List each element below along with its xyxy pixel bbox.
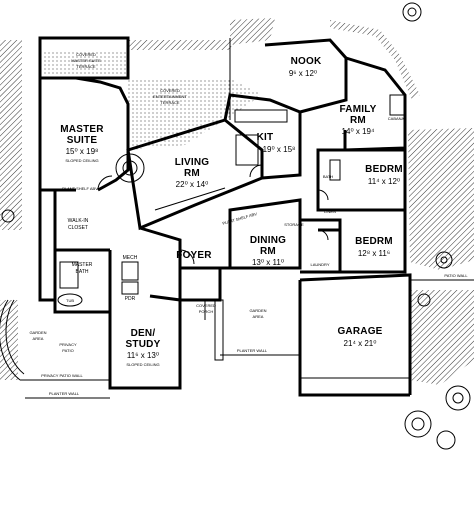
closet-note-2: CLOSET [68, 225, 88, 231]
patio-wall-note: PATIO WALL [444, 273, 468, 278]
linen-note: LINEN [324, 209, 336, 214]
den-label-1: DEN/ [131, 328, 156, 339]
nook-dims: 9⁶ x 12⁰ [289, 69, 317, 78]
master-terrace-note-2: MASTER SUITE [71, 58, 101, 63]
porch-note-1: COVERED [196, 303, 216, 308]
garden-center-note-1: GARDEN [249, 308, 266, 313]
family-dims: 14⁰ x 19⁴ [342, 127, 375, 136]
porch-note-2: PORCH [199, 309, 214, 314]
master-bath-note-2: BATH [76, 269, 89, 275]
door-swings [97, 164, 329, 265]
tub-note: TUB [66, 298, 74, 303]
master-bath-note-1: MASTER [72, 262, 93, 268]
planter-wall-center-note: PLANTER WALL [237, 348, 268, 353]
bedrm2-dims: 12⁸ x 11⁶ [358, 249, 390, 258]
master-terrace-fill [40, 50, 128, 78]
nook-label: NOOK [291, 56, 322, 67]
kit-dims: 19⁰ x 15⁸ [263, 145, 296, 154]
bedrm1-label: BEDRM [365, 164, 403, 175]
master-terrace-note-3: TERRACE [76, 64, 95, 69]
shrub-group [1, 2, 471, 450]
bedrm1-dims: 11⁴ x 12⁰ [368, 177, 400, 186]
dining-label-1: DINING [250, 235, 286, 246]
garage-label: GARAGE [337, 326, 382, 337]
den-sloped-ceiling: SLOPED CEILING [126, 362, 159, 367]
family-label-2: RM [350, 115, 366, 126]
storage-note: STORAGE [284, 222, 304, 227]
privacy-patio-note-2: PATIO [62, 348, 73, 353]
living-dims: 22⁰ x 14⁰ [176, 180, 209, 189]
master-terrace-note-1: COVERED [76, 52, 96, 57]
master-label-1: MASTER [60, 124, 104, 135]
closet-note-1: WALK-IN [68, 218, 89, 224]
pdr-note: PDR [125, 296, 136, 302]
dining-dims: 13⁰ x 11⁰ [252, 258, 284, 267]
kit-label: KIT [257, 132, 274, 143]
ent-terrace-note-3: TERRACE [160, 100, 179, 105]
interior-details [0, 38, 474, 399]
plant-shelf-note-2: PLANT SHELF ABV [222, 211, 258, 226]
privacy-patio-wall-note: PRIVACY PATIO WALL [41, 373, 83, 378]
master-sloped-ceiling: SLOPED CEILING [65, 158, 98, 163]
living-label-1: LIVING [175, 157, 210, 168]
bath-note: BATH [323, 174, 333, 179]
cabana-note: CABANA [388, 116, 405, 121]
planter-wall-left-note: PLANTER WALL [49, 391, 80, 396]
mech-note: MECH [123, 255, 138, 261]
exterior-walls [38, 36, 412, 397]
entertainment-terrace-fill [128, 78, 262, 150]
garden-center-note-2: AREA [253, 314, 264, 319]
privacy-patio-note-1: PRIVACY [59, 342, 77, 347]
landscape-hatching [0, 18, 474, 385]
master-dims: 15⁰ x 19⁸ [66, 147, 99, 156]
master-label-2: SUITE [67, 135, 98, 146]
garden-left-note-1: GARDEN [29, 330, 46, 335]
garden-left-note-2: AREA [33, 336, 44, 341]
dining-label-2: RM [260, 246, 276, 257]
den-label-2: STUDY [126, 339, 161, 350]
laundry-note: LAUNDRY [310, 262, 329, 267]
ent-terrace-note-2: ENTERTAINMENT [153, 94, 187, 99]
foyer-label: FOYER [176, 250, 212, 261]
family-label-1: FAMILY [340, 104, 377, 115]
garage-dims: 21⁴ x 21⁰ [344, 339, 377, 348]
den-dims: 11⁶ x 13⁰ [127, 351, 159, 360]
plant-shelf-note-1: PLANT SHELF ABV [62, 186, 98, 191]
ent-terrace-note-1: COVERED [160, 88, 180, 93]
living-label-2: RM [184, 168, 200, 179]
bedrm2-label: BEDRM [355, 236, 393, 247]
